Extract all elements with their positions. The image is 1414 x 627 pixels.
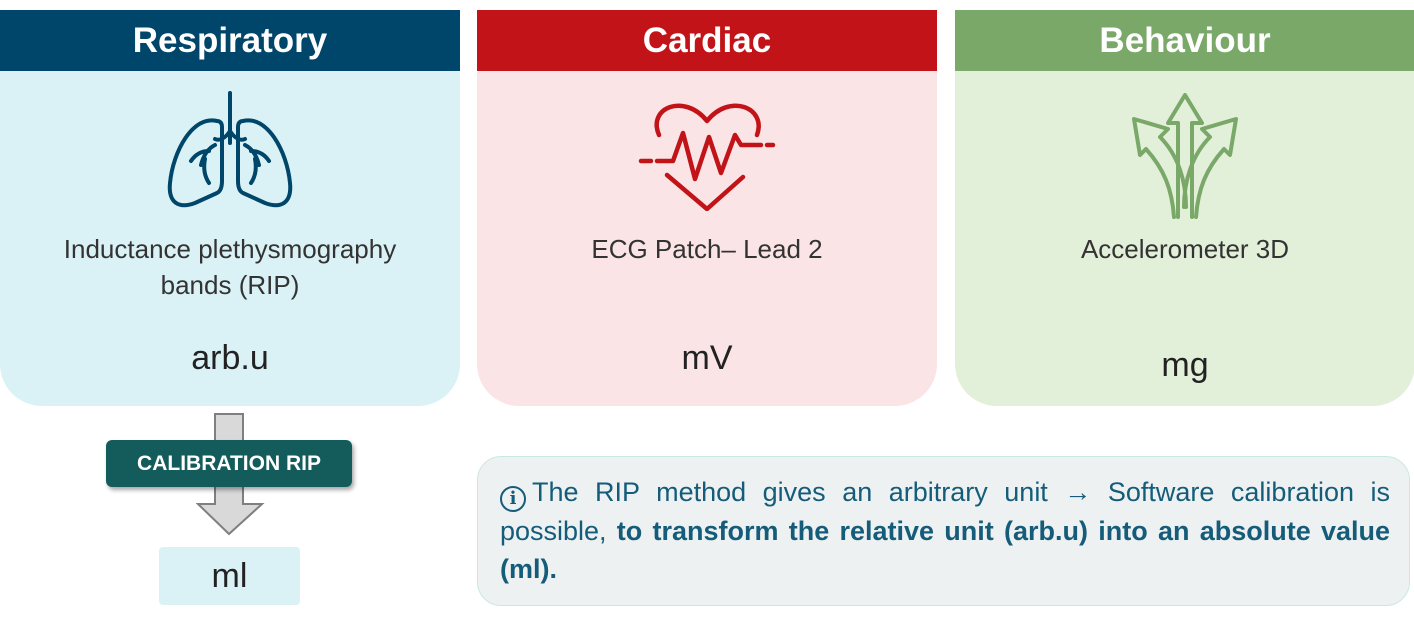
three-arrows-icon <box>1132 93 1238 219</box>
respiratory-body: Inductance plethysmography bands (RIP) a… <box>0 71 460 406</box>
cardiac-description: ECG Patch– Lead 2 <box>591 234 823 264</box>
respiratory-title: Respiratory <box>0 10 460 71</box>
calibration-rip-label: CALIBRATION RIP <box>106 440 352 487</box>
cardiac-title: Cardiac <box>477 10 937 71</box>
respiratory-panel: Respiratory Inductance plethysmography b… <box>0 10 460 406</box>
info-note-bold: to transform the relative unit (arb.u) i… <box>500 516 1390 584</box>
behaviour-panel: Behaviour Accelerometer 3D mg <box>955 10 1414 406</box>
lungs-icon <box>167 91 293 208</box>
respiratory-unit: arb.u <box>191 339 269 377</box>
behaviour-unit: mg <box>1161 346 1209 384</box>
info-icon: i <box>500 486 526 512</box>
cardiac-panel: Cardiac ECG Patch– Lead 2 mV <box>477 10 937 406</box>
calibrated-unit-box: ml <box>159 547 300 605</box>
heart-ecg-icon <box>638 103 776 211</box>
behaviour-description: Accelerometer 3D <box>1080 234 1290 264</box>
respiratory-description-line2: bands (RIP) <box>160 270 300 300</box>
cardiac-unit: mV <box>681 339 733 377</box>
cardiac-body: ECG Patch– Lead 2 mV <box>477 71 937 406</box>
info-note-plain: The RIP method gives an arbitrary unit →… <box>500 477 1390 546</box>
respiratory-description-line1: Inductance plethysmography <box>63 234 397 264</box>
behaviour-body: Accelerometer 3D mg <box>955 71 1414 406</box>
behaviour-title: Behaviour <box>955 10 1414 71</box>
